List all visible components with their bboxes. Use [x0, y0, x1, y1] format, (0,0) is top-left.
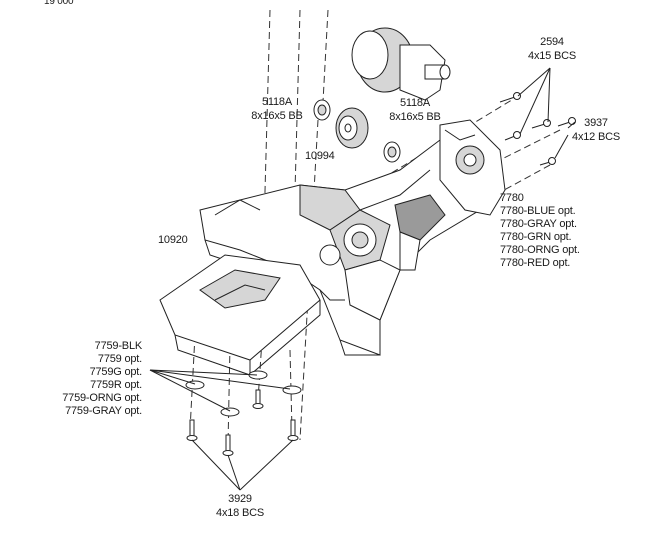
list-item: 7780 — [500, 192, 524, 204]
label-2594-desc: 4x15 BCS — [528, 50, 576, 62]
label-3929-number: 3929 — [228, 493, 252, 505]
label-list-7780: 7780 7780-BLUE opt. 7780-GRAY opt. 7780-… — [500, 192, 580, 270]
label-5118a-left-desc: 8x16x5 BB — [251, 110, 303, 122]
motor-plate — [439, 119, 506, 216]
list-item: 7780-BLUE opt. — [500, 205, 576, 217]
list-item: 7759R opt. — [90, 379, 142, 391]
corner-text: 19 000 — [44, 0, 74, 7]
label-3937-desc: 4x12 BCS — [572, 131, 620, 143]
list-item: 7780-GRAY opt. — [500, 218, 577, 230]
label-list-7759: 7759-BLK 7759 opt. 7759G opt. 7759R opt.… — [60, 340, 142, 418]
label-5118a-right-desc: 8x16x5 BB — [389, 111, 441, 123]
mount-plate — [159, 254, 321, 376]
label-5118a-right-number: 5118A — [400, 97, 430, 109]
list-item: 7759-BLK — [94, 340, 143, 352]
list-item: 7780-ORNG opt. — [500, 244, 580, 256]
differential-gear — [351, 27, 451, 101]
label-3937-number: 3937 — [584, 117, 608, 129]
label-3929-desc: 4x18 BCS — [216, 507, 264, 519]
list-item: 7759-ORNG opt. — [62, 392, 142, 404]
list-item: 7759G opt. — [89, 366, 143, 378]
idler-gear — [335, 107, 369, 149]
label-10994: 10994 — [305, 150, 335, 162]
list-item: 7759-GRAY opt. — [65, 405, 142, 417]
label-5118a-left-number: 5118A — [262, 96, 292, 108]
list-item: 7780-RED opt. — [500, 257, 571, 269]
bearings — [313, 99, 401, 163]
label-2594-number: 2594 — [540, 36, 564, 48]
label-10920: 10920 — [158, 234, 188, 246]
bottom-washers-screws — [185, 370, 302, 456]
list-item: 7759 opt. — [97, 353, 142, 365]
leader-lines — [149, 67, 576, 491]
list-item: 7780-GRN opt. — [500, 231, 572, 243]
top-screws — [499, 92, 576, 166]
